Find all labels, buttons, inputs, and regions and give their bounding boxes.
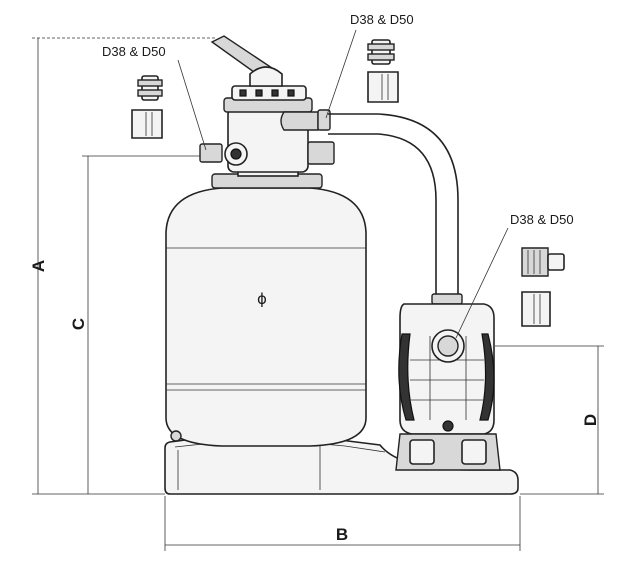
dimension-label-c: C — [69, 318, 88, 330]
fitting-icons-pump — [521, 247, 565, 327]
pump — [395, 303, 501, 471]
callout-pump: D38 & D50 — [510, 212, 574, 227]
multiport-valve — [199, 35, 335, 173]
callout-valve-left: D38 & D50 — [102, 44, 166, 59]
dimension-label-d: D — [581, 414, 600, 426]
dimension-label-a: A — [29, 260, 48, 272]
leader-lines — [177, 29, 509, 339]
callout-valve-right: D38 & D50 — [350, 12, 414, 27]
diameter-label: ϕ — [257, 290, 267, 308]
filter-tank — [165, 169, 367, 447]
dimension-label-b: B — [336, 525, 348, 544]
connecting-hose — [328, 113, 463, 305]
fitting-icons-valve-right — [367, 39, 399, 103]
fitting-icons-valve-left — [131, 75, 163, 139]
